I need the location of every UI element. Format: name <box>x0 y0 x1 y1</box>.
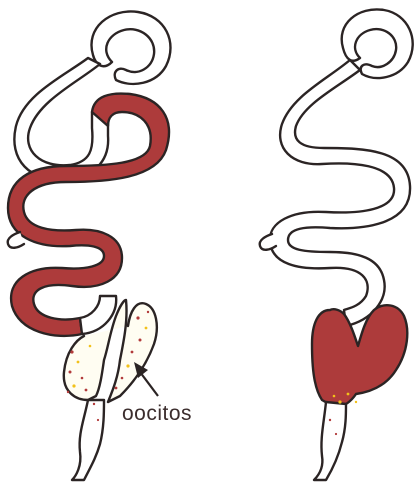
right-tail <box>314 402 346 480</box>
oocytes-label: oocitos <box>122 402 192 426</box>
left-infundibulum <box>91 11 170 83</box>
right-coiled-tube <box>270 60 410 326</box>
left-tail <box>72 400 104 480</box>
oocytes-pointer-arrow <box>134 362 158 396</box>
right-oviduct <box>260 9 413 480</box>
left-upper-coil <box>14 58 108 180</box>
left-red-coil <box>8 94 169 336</box>
left-lower-tube <box>80 296 116 334</box>
